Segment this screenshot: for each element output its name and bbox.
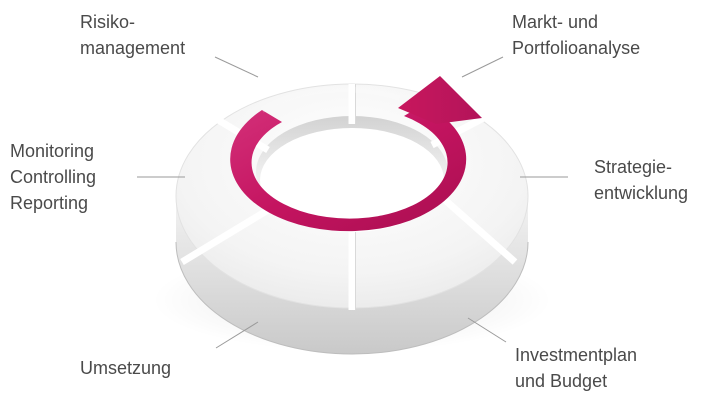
cycle-arrow-head xyxy=(398,76,482,124)
label-risk-management: Risiko- management xyxy=(80,12,186,58)
segment-dividers xyxy=(180,84,518,310)
label-market-portfolio-analysis: Markt- und Portfolioanalyse xyxy=(512,12,641,58)
leader-lines xyxy=(137,56,568,349)
label-monitoring-controlling-reporting: Monitoring Controlling Reporting xyxy=(10,141,97,213)
label-investment-plan-budget: Investmentplan und Budget xyxy=(515,345,638,391)
disc-side xyxy=(176,196,528,354)
label-strategy-development: Strategie- entwicklung xyxy=(594,157,689,203)
label-implementation: Umsetzung xyxy=(80,358,172,378)
disc-hole xyxy=(260,128,444,232)
